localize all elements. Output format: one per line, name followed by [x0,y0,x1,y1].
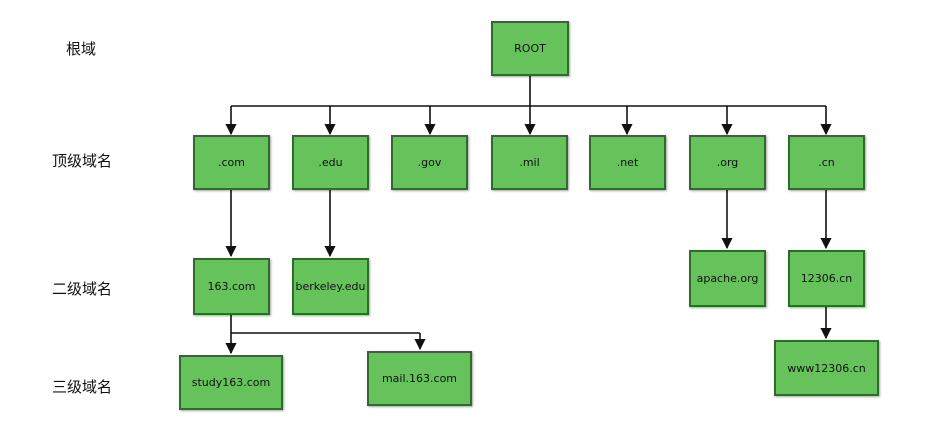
level-label-root: 根域 [66,40,97,58]
node-label: 163.com [207,280,256,293]
node-label: .edu [318,156,343,169]
node-berkeley-edu: berkeley.edu [292,258,369,315]
node-apache-org: apache.org [689,250,766,307]
level-label-top: 顶级域名 [52,152,113,170]
node-study163-com: study163.com [179,355,283,410]
node-label: .mil [519,156,540,169]
node-cn: .cn [788,135,865,190]
node-label: mail.163.com [381,372,458,385]
node-net: .net [589,135,666,190]
node-gov: .gov [391,135,468,190]
node-163-com: 163.com [193,258,270,315]
level-label-second: 二级域名 [52,280,113,298]
node-www12306-cn: www12306.cn [774,340,879,396]
node-mil: .mil [491,135,568,190]
node-label: .com [218,156,245,169]
node-edu: .edu [292,135,369,190]
node-label: apache.org [696,272,759,285]
node-com: .com [193,135,270,190]
node-mail-163-com: mail.163.com [367,351,472,406]
node-root: ROOT [491,21,569,76]
node-label: ROOT [514,42,546,55]
node-org: .org [689,135,766,190]
node-label: .org [716,156,739,169]
node-label: berkeley.edu [295,280,366,293]
node-label: study163.com [191,376,271,389]
level-label-third: 三级域名 [52,378,113,396]
node-label: .cn [818,156,835,169]
node-label: .gov [417,156,442,169]
node-12306-cn: 12306.cn [788,250,865,307]
node-label: 12306.cn [800,272,853,285]
node-label: .net [616,156,639,169]
node-label: www12306.cn [787,361,866,375]
